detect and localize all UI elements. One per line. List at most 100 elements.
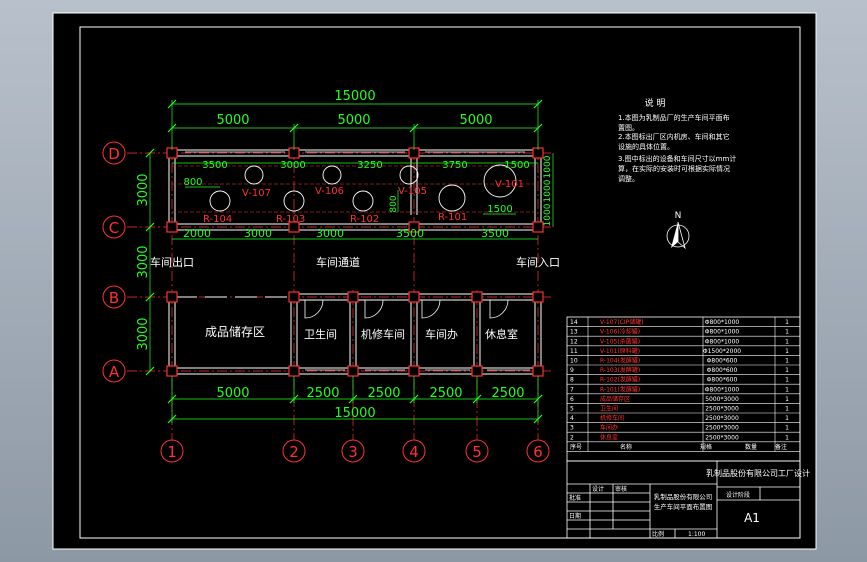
- notes-line-1: 1.本图为乳制品厂的生产车间平面布: [618, 113, 730, 122]
- label-entrance: 车间入口: [516, 255, 560, 269]
- label-r103: R-103: [276, 214, 305, 225]
- vessel-v106: [322, 165, 342, 185]
- dim-lower-5: 3500: [481, 227, 509, 240]
- dim-1000-a: 1000: [543, 203, 553, 226]
- dim-lower-3: 3000: [316, 227, 344, 240]
- parts-spec: Φ800*600: [707, 377, 738, 384]
- parts-qty: 1: [785, 396, 789, 403]
- parts-name: V-105(杀菌罐): [600, 337, 640, 345]
- dim-top-span-3: 5000: [459, 113, 492, 128]
- dim-top-span-1: 5000: [216, 113, 249, 128]
- vessel-r103: [283, 190, 305, 212]
- dim-left-1: 3000: [136, 173, 151, 206]
- grid-bubble-row-a: [102, 359, 126, 383]
- dim-bottom-1: 5000: [216, 386, 249, 401]
- label-v105: V-105: [398, 186, 427, 197]
- parts-spec: 2500*3000: [705, 425, 739, 432]
- grid-bubble-row-b: [102, 285, 126, 309]
- dim-1000-c: 1000: [543, 155, 553, 178]
- grid-label-col-4: 4: [409, 443, 419, 461]
- grid-label-col-5: 5: [472, 443, 482, 461]
- title-approver: 批准: [569, 494, 581, 502]
- dim-bottom-5: 2500: [491, 386, 524, 401]
- notes-line-3: 2.本图标出厂区内机房、车间和其它: [618, 132, 730, 141]
- parts-no: 10: [570, 358, 578, 365]
- dim-1500: 1500: [487, 204, 512, 215]
- vessel-r101: [438, 184, 466, 212]
- vessel-v107: [244, 165, 264, 185]
- title-scale-label: 比例: [652, 530, 664, 538]
- dim-800-mid: 800: [389, 195, 399, 212]
- table-header-no: 序号: [570, 443, 582, 451]
- grid-col-bubbles: 1 2 3 4 5 6: [160, 439, 550, 463]
- columns: [166, 147, 544, 377]
- label-exit: 车间出口: [150, 255, 194, 269]
- dim-upper-4: 3750: [442, 160, 467, 171]
- notes: 说 明 1.本图为乳制品厂的生产车间平面布 置图。 2.本图标出厂区内机房、车间…: [618, 97, 736, 183]
- parts-spec: Φ800*600: [707, 367, 738, 374]
- parts-spec: Φ800*1000: [705, 329, 740, 336]
- parts-name: 机修车间: [600, 414, 624, 422]
- vessel-r104: [209, 190, 231, 212]
- table-header-remark: 备注: [775, 443, 787, 451]
- parts-spec: 2500*3000: [705, 406, 739, 413]
- dim-bottom-2: 2500: [306, 386, 339, 401]
- title-block: [566, 460, 801, 539]
- grid-label-row-b: B: [109, 289, 119, 307]
- label-rest: 休息室: [485, 327, 518, 341]
- dim-bottom-4: 2500: [429, 386, 462, 401]
- parts-spec: Φ800*1000: [705, 319, 740, 326]
- label-r102: R-102: [350, 214, 379, 225]
- dim-upper-3: 3250: [357, 160, 382, 171]
- label-v106: V-106: [315, 186, 344, 197]
- north-arrow-icon: N: [666, 211, 690, 250]
- title-drawing-2: 生产车间平面布置图: [654, 502, 713, 511]
- parts-spec: 2500*3000: [705, 415, 739, 422]
- vessel-v101: [483, 164, 517, 198]
- dim-lower-4: 3500: [396, 227, 424, 240]
- parts-name: R-104(发酵罐): [600, 357, 640, 365]
- parts-qty: 1: [785, 415, 789, 422]
- parts-name: V-101(原料罐): [600, 347, 640, 355]
- parts-spec: 5000*3000: [705, 396, 739, 403]
- grid-bubble-col-5: [465, 439, 489, 463]
- dim-left-2: 3000: [136, 245, 151, 278]
- equipment-centerlines: [172, 165, 535, 213]
- dim-total-bottom: 15000: [334, 406, 375, 421]
- vessel-r102: [352, 190, 374, 212]
- label-repair: 机修车间: [361, 327, 405, 341]
- parts-spec: Φ800*1000: [705, 338, 740, 345]
- label-r104: R-104: [203, 214, 232, 225]
- room-labels: 车间出口 车间通道 车间入口 成品储存区 卫生间 机修车间 车间办 休息室: [150, 255, 560, 341]
- vessel-labels: V-107 V-106 V-105 V-101 R-104 R-103 R-10…: [203, 179, 524, 225]
- grid-label-col-1: 1: [167, 443, 177, 461]
- svg-text:N: N: [675, 211, 682, 221]
- dim-800-left: 800: [183, 177, 202, 188]
- title-scale-value: 1:100: [688, 531, 705, 538]
- grid-bubble-col-4: [402, 439, 426, 463]
- parts-no: 7: [570, 386, 574, 393]
- parts-no: 8: [570, 377, 574, 384]
- dim-top-span-2: 5000: [337, 113, 370, 128]
- parts-qty: 1: [785, 348, 789, 355]
- doors: [304, 299, 509, 319]
- dim-lower-1: 2000: [183, 227, 211, 240]
- parts-qty: 1: [785, 358, 789, 365]
- dim-upper-5: 1500: [504, 160, 529, 171]
- dim-lower-2: 3000: [244, 227, 272, 240]
- parts-name: R-103(发酵罐): [600, 366, 640, 374]
- parts-qty: 1: [785, 329, 789, 336]
- table-header-qty: 数量: [745, 443, 757, 451]
- dim-left-3: 3000: [136, 317, 151, 350]
- walls: [168, 149, 542, 375]
- parts-name: R-101(发酵罐): [600, 385, 640, 393]
- label-storage: 成品储存区: [205, 324, 265, 339]
- parts-qty: 1: [785, 406, 789, 413]
- label-v101: V-101: [495, 179, 524, 190]
- title-checker: 审核: [615, 485, 627, 493]
- parts-no: 9: [570, 367, 574, 374]
- notes-line-5: 3.图中标出的设备和车间尺寸以mm计: [618, 154, 736, 163]
- dimension-ticks: [145, 99, 543, 424]
- parts-qty: 1: [785, 319, 789, 326]
